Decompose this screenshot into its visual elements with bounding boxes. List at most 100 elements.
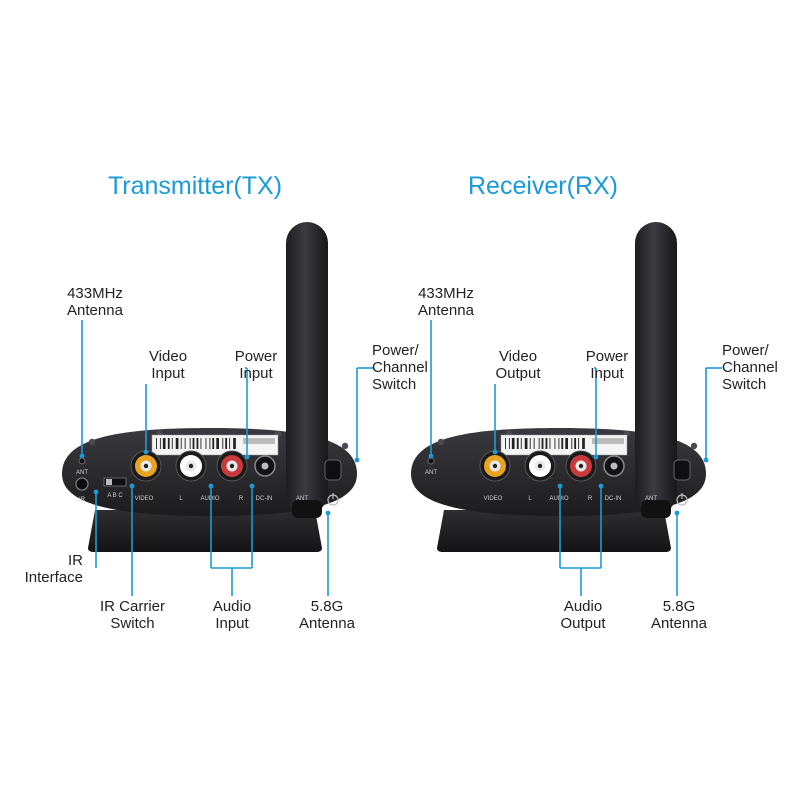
barcode-bar (545, 438, 548, 449)
ant-433-jack (78, 457, 86, 465)
tx-leader-dot-power (244, 454, 250, 460)
barcode-bar (192, 438, 195, 449)
rx-leader-dot-58g (674, 510, 680, 516)
tx-leader-dot-audio-r (249, 483, 255, 489)
barcode-bar (511, 438, 515, 449)
dc-in-label: DC-IN (256, 496, 273, 502)
transmitter-title: Transmitter(TX) (107, 172, 283, 200)
barcode-bar (558, 438, 560, 449)
rx-leader-dot-audio-r (598, 483, 604, 489)
rx-leader-dot-power (593, 454, 599, 460)
barcode-bar (541, 438, 544, 449)
tx-leader-dot-58g (325, 510, 331, 516)
ant-58g-label: ANT (296, 496, 308, 502)
tx-leader-dot-audio-l (208, 483, 214, 489)
barcode-bar (225, 438, 228, 449)
barcode-bar (196, 438, 199, 449)
barcode-serial (592, 438, 624, 444)
audio-l-label: L (528, 496, 532, 502)
tx-leader-dot-ir (93, 489, 99, 495)
dc-in-pin (261, 462, 269, 470)
stand (437, 510, 671, 552)
video-rca-jack-pin (492, 463, 498, 469)
video-rca-jack-pin (143, 463, 149, 469)
barcode-bar (505, 438, 506, 449)
barcode-bar (533, 438, 535, 449)
barcode-bar (205, 438, 207, 449)
screw (690, 442, 698, 450)
barcode-bar (524, 438, 528, 449)
screw (341, 442, 349, 450)
barcode-bar (159, 438, 161, 449)
ir-carrier-switch (103, 477, 127, 487)
rx-leader-dot-switch (703, 457, 709, 463)
audio-label: AUDIO (549, 496, 568, 502)
barcode-bar (167, 438, 170, 449)
ant-433-label: ANT (425, 470, 437, 476)
audio-r-rca-jack-pin (229, 463, 235, 469)
barcode-bar (189, 438, 191, 449)
ant-58g-label: ANT (645, 496, 657, 502)
barcode-bar (549, 438, 551, 449)
power-channel-switch (673, 459, 691, 481)
barcode-bar (229, 438, 231, 449)
barcode-bar (561, 438, 564, 449)
barcode-bar (222, 438, 224, 449)
barcode-bar (582, 438, 585, 449)
barcode-bar (200, 438, 202, 449)
rx-leader-dot-433 (428, 453, 434, 459)
barcode-bar (209, 438, 211, 449)
tx-leader-dot-video (143, 449, 149, 455)
antenna-58g (286, 222, 328, 514)
antenna-58g (635, 222, 677, 514)
barcode-bar (216, 438, 219, 449)
audio-r-label: R (239, 496, 244, 502)
barcode-bar (571, 438, 573, 449)
ir-label: IR (79, 497, 86, 503)
ant-433-label: ANT (76, 470, 88, 476)
barcode-bar (578, 438, 580, 449)
audio-label: AUDIO (200, 496, 219, 502)
barcode-bar (162, 438, 166, 449)
ant-433-jack (427, 457, 435, 465)
antenna-base (292, 500, 322, 518)
antenna-base (641, 500, 671, 518)
audio-r-rca-jack-pin (578, 463, 584, 469)
video-label: VIDEO (135, 496, 154, 502)
barcode-bar (212, 438, 215, 449)
receiver-title: Receiver(RX) (467, 172, 619, 200)
barcode-bar (538, 438, 540, 449)
barcode-bar (516, 438, 519, 449)
audio-l-rca-jack-pin (537, 463, 543, 469)
device-body (62, 428, 357, 516)
tx-leader-dot-ir-carrier (129, 483, 135, 489)
tx-leader-dot-433 (79, 453, 85, 459)
barcode-bar (233, 438, 236, 449)
barcode-bar (508, 438, 510, 449)
dc-in-label: DC-IN (605, 496, 622, 502)
rx-leader-dot-audio-l (557, 483, 563, 489)
stand (88, 510, 322, 552)
device-body (411, 428, 706, 516)
audio-l-label: L (179, 496, 183, 502)
barcode-serial (243, 438, 275, 444)
barcode-bar (175, 438, 179, 449)
barcode-bar (156, 438, 157, 449)
rx-leader-dot-video (492, 449, 498, 455)
